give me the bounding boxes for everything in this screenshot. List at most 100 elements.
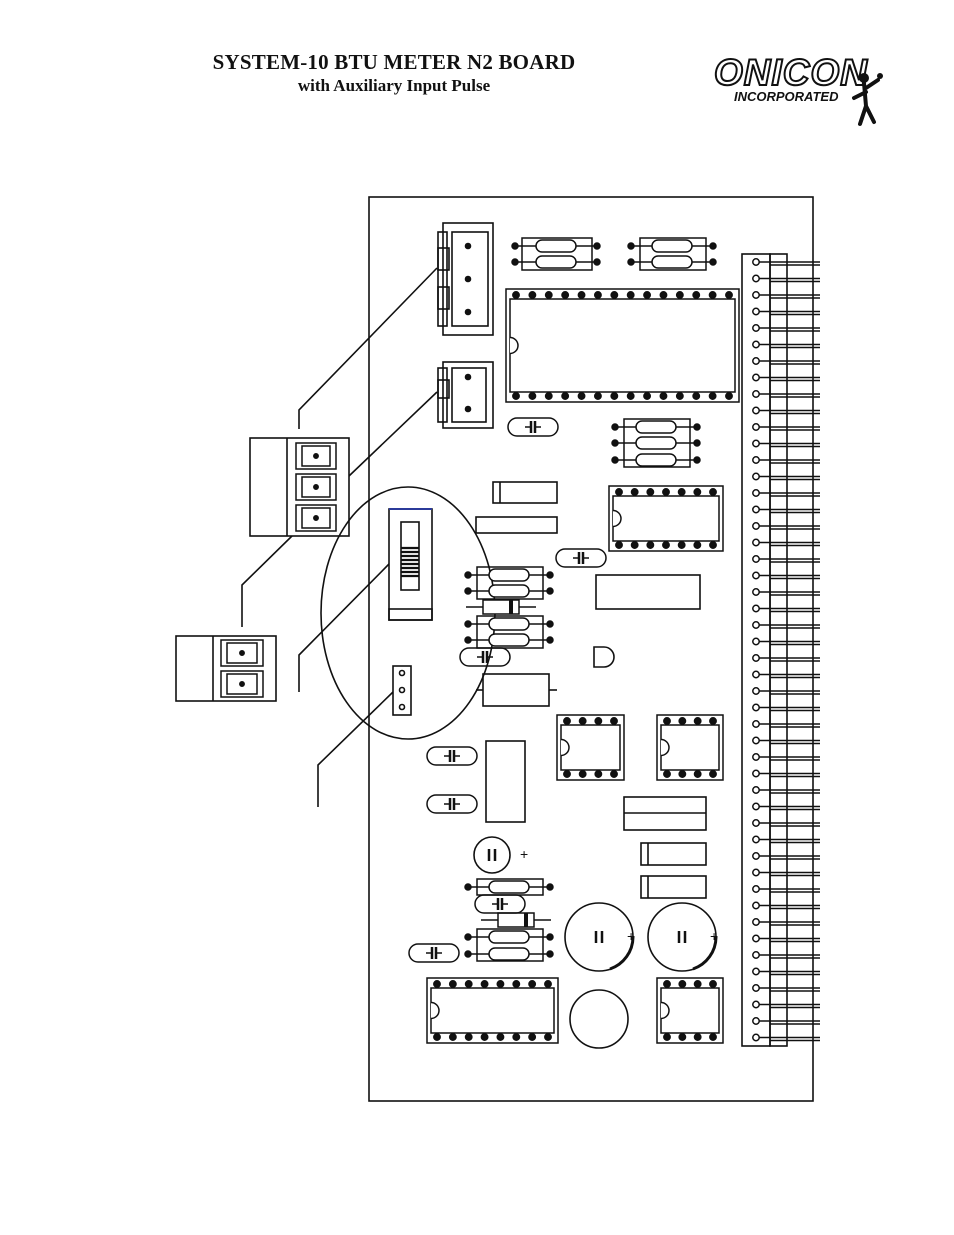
edge-pin: [752, 786, 760, 794]
edge-pin: [752, 885, 760, 893]
resistor: [464, 617, 554, 631]
edge-pin: [752, 819, 760, 827]
edge-pin: [752, 918, 760, 926]
figure-with-flag-icon: [852, 73, 883, 126]
part-rect-2: [475, 516, 558, 534]
resistor-frame: [521, 237, 593, 271]
ic-8-pin-1: [556, 714, 625, 781]
ceramic-capacitor: [426, 794, 478, 814]
terminal-block-3-position: [249, 437, 350, 537]
resistor: [627, 255, 717, 269]
edge-pin: [752, 901, 760, 910]
edge-pin: [752, 967, 760, 976]
ic-28-pin: [505, 288, 740, 403]
leader-line-3: [241, 535, 293, 627]
board-outline: [368, 196, 814, 1102]
edge-connector: [741, 253, 771, 1047]
connector-3-pin: [437, 222, 494, 336]
edge-pin: [752, 340, 760, 349]
edge-pin: [752, 571, 760, 580]
resistor: [464, 633, 554, 647]
edge-pin: [752, 456, 760, 464]
edge-pin: [752, 835, 760, 844]
terminal-screw: [220, 670, 264, 698]
edge-pin: [752, 753, 760, 761]
edge-pin: [752, 687, 760, 695]
connector-2-pin: [437, 361, 494, 429]
resistor: [464, 930, 554, 944]
ic-8-pin-2: [656, 714, 724, 781]
edge-pin: [752, 654, 760, 662]
edge-pin: [752, 505, 760, 514]
jumper-3-pin: [392, 665, 412, 716]
transistor: [593, 646, 615, 668]
crystal: [595, 574, 701, 610]
edge-pin: [752, 555, 760, 563]
terminal-screw: [295, 473, 337, 501]
edge-pin: [752, 736, 760, 745]
resistor: [464, 584, 554, 598]
edge-pin: [752, 274, 760, 283]
edge-pin: [752, 1017, 760, 1025]
highlight-ellipse: [320, 486, 496, 740]
edge-pin: [752, 1000, 760, 1009]
logo-wordmark: ONICON: [713, 51, 868, 94]
ic-16-pin: [426, 977, 559, 1044]
document-subtitle: with Auxiliary Input Pulse: [297, 76, 491, 95]
part-rect-1: [492, 481, 558, 504]
edge-pin: [752, 291, 760, 299]
edge-pin: [752, 472, 760, 481]
resistor-frame: [476, 566, 544, 600]
edge-pin: [752, 703, 760, 712]
cap-electrolytic-small: [473, 836, 511, 874]
resistor: [464, 880, 554, 894]
diode-2: [481, 912, 551, 928]
resistor-frame: [623, 418, 691, 468]
edge-pin: [752, 307, 760, 316]
edge-pin: [752, 670, 760, 679]
resistor: [511, 255, 601, 269]
edge-pin: [752, 951, 760, 959]
terminal-screw: [220, 639, 264, 667]
edge-pin: [752, 720, 760, 728]
plus-sign: +: [520, 846, 528, 862]
ceramic-capacitor: [555, 548, 607, 568]
ceramic-capacitor: [459, 647, 511, 667]
leader-line-4: [298, 563, 390, 692]
resistor: [627, 239, 717, 253]
edge-pin: [752, 439, 760, 448]
ceramic-capacitor: [507, 417, 559, 437]
edge-pin: [752, 934, 760, 943]
edge-pin: [752, 637, 760, 646]
ic-14-pin: [608, 485, 724, 552]
edge-pin: [752, 423, 760, 431]
edge-pin: [752, 802, 760, 811]
edge-pin: [752, 489, 760, 497]
edge-pin: [752, 390, 760, 398]
edge-pin: [752, 604, 760, 613]
resistor: [511, 239, 601, 253]
part-rect-7: [640, 875, 707, 899]
resistor: [464, 947, 554, 961]
resistor: [611, 453, 701, 467]
edge-pin: [752, 373, 760, 382]
document-title: SYSTEM-10 BTU METER N2 BOARD: [212, 50, 576, 74]
edge-pin: [752, 406, 760, 415]
logo-tagline: INCORPORATED: [734, 89, 839, 104]
edge-pin: [752, 621, 760, 629]
resistor: [611, 436, 701, 450]
terminal-screw: [295, 442, 337, 470]
diode-1: [466, 599, 536, 615]
plus-sign: +: [627, 928, 635, 944]
edge-pin: [752, 1033, 760, 1042]
leader-line-2: [348, 391, 438, 477]
resistor-frame: [639, 237, 707, 271]
edge-pin: [752, 324, 760, 332]
leader-line-5: [317, 691, 394, 807]
edge-pin: [752, 984, 760, 992]
ceramic-capacitor: [426, 746, 478, 766]
resistor: [611, 420, 701, 434]
edge-pin: [752, 769, 760, 778]
ceramic-capacitor: [408, 943, 460, 963]
edge-pin: [752, 588, 760, 596]
